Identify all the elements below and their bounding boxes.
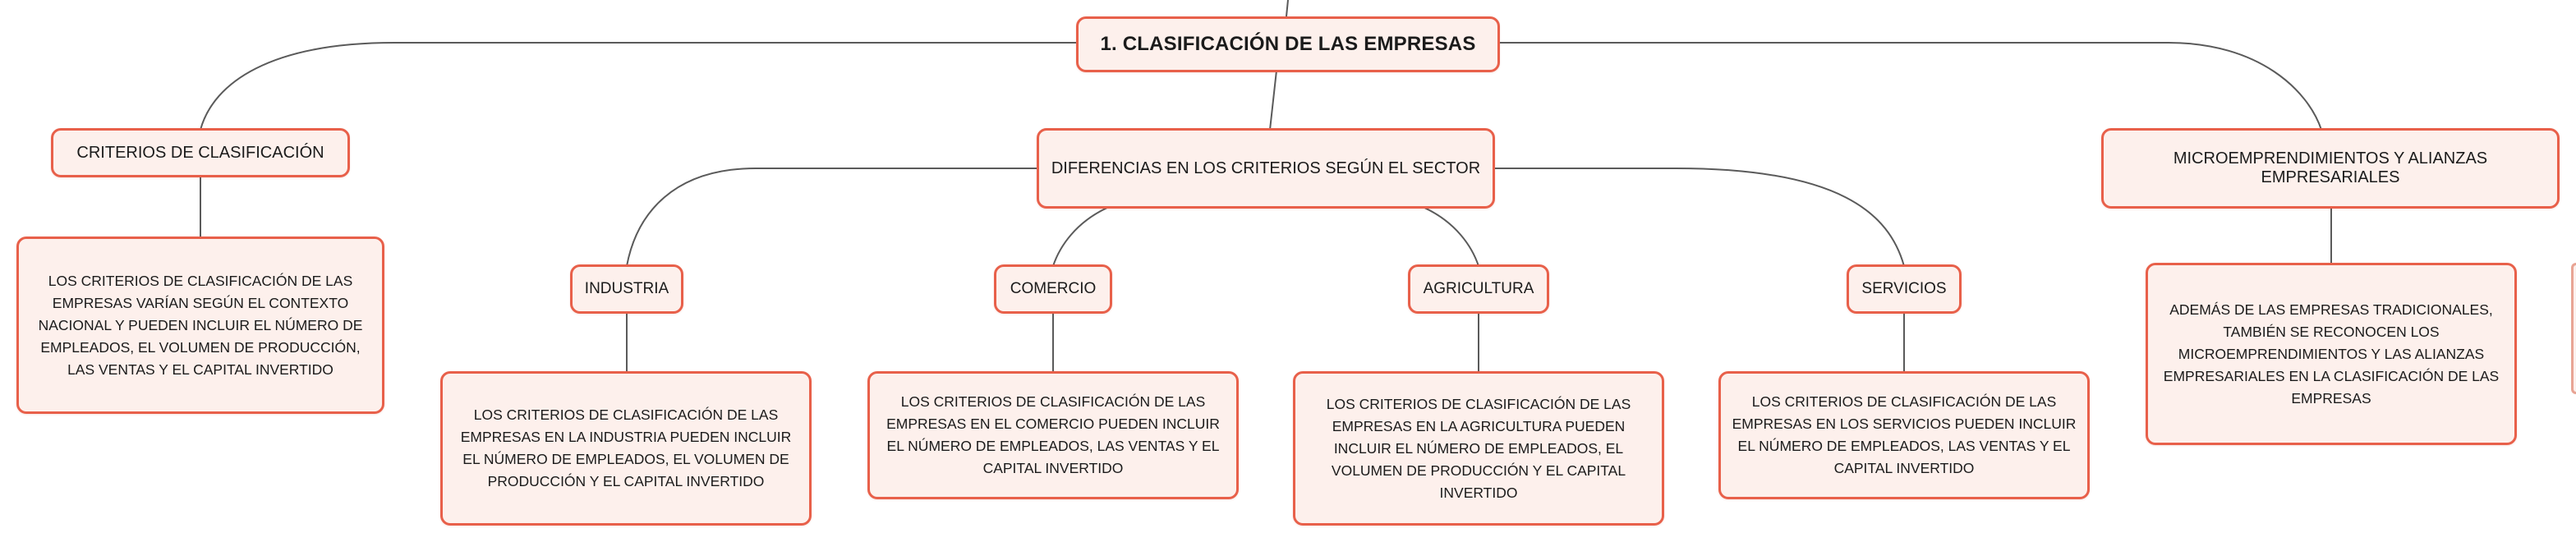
agricultura-description-node[interactable]: LOS CRITERIOS DE CLASIFICACIÓN DE LAS EM… [1293,371,1664,526]
offscreen-node-edge [2571,263,2576,394]
micro-description-node[interactable]: ADEMÁS DE LAS EMPRESAS TRADICIONALES, TA… [2146,263,2517,445]
servicios-description: LOS CRITERIOS DE CLASIFICACIÓN DE LAS EM… [1732,393,2077,476]
criterios-node[interactable]: CRITERIOS DE CLASIFICACIÓN [51,128,350,177]
comercio-description-node[interactable]: LOS CRITERIOS DE CLASIFICACIÓN DE LAS EM… [867,371,1239,499]
criterios-description-node[interactable]: LOS CRITERIOS DE CLASIFICACIÓN DE LAS EM… [16,237,384,414]
servicios-description-node[interactable]: LOS CRITERIOS DE CLASIFICACIÓN DE LAS EM… [1718,371,2090,499]
diferencias-node[interactable]: DIFERENCIAS EN LOS CRITERIOS SEGÚN EL SE… [1037,128,1495,209]
industria-label: INDUSTRIA [584,280,669,297]
comercio-description: LOS CRITERIOS DE CLASIFICACIÓN DE LAS EM… [886,393,1220,476]
industria-description: LOS CRITERIOS DE CLASIFICACIÓN DE LAS EM… [460,406,792,489]
industria-node[interactable]: INDUSTRIA [570,264,683,314]
connector-diferencias-servicios [1493,168,1905,267]
comercio-label: COMERCIO [1010,280,1097,297]
industria-description-node[interactable]: LOS CRITERIOS DE CLASIFICACIÓN DE LAS EM… [440,371,812,526]
micro-title: MICROEMPRENDIMIENTOS Y ALIANZAS EMPRESAR… [2173,149,2488,186]
agricultura-label: AGRICULTURA [1423,280,1534,297]
connector-root-parent [1286,0,1289,17]
servicios-label: SERVICIOS [1861,280,1947,297]
root-node[interactable]: 1. CLASIFICACIÓN DE LAS EMPRESAS [1076,16,1500,72]
agricultura-description: LOS CRITERIOS DE CLASIFICACIÓN DE LAS EM… [1326,395,1631,501]
comercio-node[interactable]: COMERCIO [994,264,1112,314]
micro-description: ADEMÁS DE LAS EMPRESAS TRADICIONALES, TA… [2163,301,2500,406]
connector-diferencias-comercio [1052,206,1110,267]
agricultura-node[interactable]: AGRICULTURA [1408,264,1549,314]
connector-diferencias-industria [626,168,1038,267]
criterios-description: LOS CRITERIOS DE CLASIFICACIÓN DE LAS EM… [38,272,363,378]
micro-node[interactable]: MICROEMPRENDIMIENTOS Y ALIANZAS EMPRESAR… [2101,128,2560,209]
root-title: 1. CLASIFICACIÓN DE LAS EMPRESAS [1100,33,1476,55]
connector-root-criterios [200,42,1078,131]
servicios-node[interactable]: SERVICIOS [1847,264,1962,314]
connector-root-micro [1498,42,2322,131]
criterios-title: CRITERIOS DE CLASIFICACIÓN [76,143,324,162]
diferencias-title: DIFERENCIAS EN LOS CRITERIOS SEGÚN EL SE… [1051,158,1481,177]
connector-diferencias-agricultura [1422,206,1479,267]
connector-root-diferencias [1269,70,1277,131]
